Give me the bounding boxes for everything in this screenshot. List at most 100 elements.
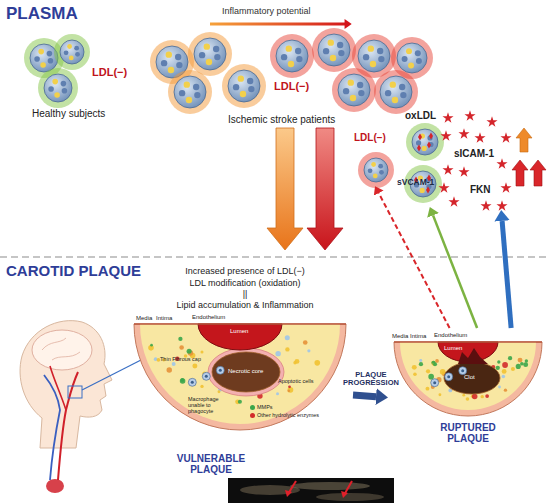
particle-lipid [233, 84, 239, 90]
particle-glow [312, 28, 356, 72]
plaque-cell [496, 366, 500, 370]
particle-lipid [392, 97, 398, 103]
part-label: Lumen [444, 345, 462, 352]
plaque-cell [504, 388, 507, 391]
particle-lipid [348, 79, 354, 85]
particle-glow [38, 68, 78, 108]
plaque-cell [288, 385, 291, 388]
node-title: LDL(−) [92, 66, 127, 78]
legend-swatch [250, 413, 255, 418]
lumen [198, 324, 282, 350]
legend-text: Other hydrolytic enzymes [257, 412, 319, 418]
plaque-cell [172, 362, 176, 366]
particle-lipid [75, 52, 80, 57]
plaque-cell [412, 365, 417, 370]
soluble-molecule [442, 164, 453, 175]
part-label: Media [392, 333, 408, 340]
illustration-part [210, 23, 346, 26]
illustration-part [307, 128, 343, 250]
annotation-text: LDL modification (oxidation) [140, 278, 350, 288]
ldl-particle-core [380, 76, 412, 108]
clot [458, 348, 488, 364]
illustration-part [68, 386, 82, 398]
particle-lipid [416, 140, 421, 145]
particle-lipid [295, 48, 301, 54]
particle-lipid [238, 75, 244, 81]
particle-glow [406, 123, 444, 161]
ldl-particle-core [412, 129, 438, 155]
particle-lipid [40, 62, 46, 68]
particle-lipid [186, 97, 192, 103]
plaque-cell [181, 378, 185, 382]
plaque-cell [516, 364, 521, 369]
plaque-cell [511, 367, 515, 371]
macrophage-nucleus [461, 369, 464, 372]
connector-arrow [379, 193, 450, 328]
illustration-part [516, 128, 532, 152]
particle-lipid [248, 86, 254, 92]
plaque-cell [285, 347, 289, 351]
ldl-particle-core [194, 38, 226, 70]
ldl-particle-core [276, 40, 308, 72]
particle-lipid [408, 62, 414, 68]
part-label: FKN [470, 184, 491, 195]
particle-lipid [184, 81, 190, 87]
macrophage [459, 367, 467, 375]
vulnerable-plaque: VULNERABLE PLAQUEMediaIntimaEndotheliumL… [128, 310, 353, 480]
particle-lipid [175, 54, 181, 60]
plaque-cell [218, 390, 221, 393]
endothelium [134, 323, 346, 324]
part-label: Endothelium [434, 332, 467, 339]
particle-lipid [194, 92, 200, 98]
node-title: oxLDL [405, 110, 436, 121]
necrotic-core [444, 362, 500, 394]
ldl-particle-core [318, 34, 350, 66]
node-title: RUPTURED PLAQUE [428, 422, 508, 444]
particle-lipid [368, 168, 373, 173]
increase-arrows [512, 128, 546, 186]
part-label: Macrophage unable to phagocyte [188, 396, 236, 414]
particle-lipid [296, 56, 302, 62]
macrophage [202, 372, 210, 380]
oxidation-mark [429, 133, 433, 140]
ldl-particle-group: LDL(−)Healthy subjects [20, 36, 128, 122]
part-label: Lumen [230, 328, 248, 335]
plasma-to-plaque-arrows [267, 128, 343, 250]
annotation-text: Lipid accumulation & Inflammation [140, 300, 350, 310]
particle-lipid [399, 84, 405, 90]
illustration-part [32, 330, 92, 370]
soluble-molecule [464, 110, 475, 121]
oxidation-mark [427, 142, 431, 149]
part-label: Endothelium [192, 314, 225, 321]
illustration-part [267, 128, 303, 250]
plaque-cell [480, 395, 483, 398]
particle-lipid [402, 56, 408, 62]
part-label: Intima [156, 315, 172, 322]
illustration-part [316, 493, 384, 501]
plaque-cell [200, 351, 203, 354]
particle-lipid [34, 56, 40, 62]
ruptured-plaque: RUPTURED PLAQUE MediaIntima EndotheliumLum… [388, 328, 550, 453]
plaque-cell [276, 392, 279, 395]
annotation-text: Increased presence of LDL(−) [140, 266, 350, 276]
ldl-particle-core [397, 43, 427, 73]
illustration-part [285, 490, 292, 497]
particle-lipid [338, 50, 344, 56]
particle-lipid [47, 51, 53, 57]
particle-lipid [378, 164, 383, 169]
plaque-cell [287, 390, 290, 393]
particle-lipid [281, 54, 287, 60]
particle-glow [374, 70, 418, 114]
particle-glow [222, 64, 266, 108]
soluble-molecule [458, 166, 469, 177]
particle-lipid [62, 88, 68, 94]
macrophage [216, 366, 224, 374]
plaque-cell [192, 363, 197, 368]
particle-lipid [416, 58, 422, 64]
section-heading: CAROTID PLAQUE [6, 263, 141, 280]
soluble-molecule [500, 182, 511, 193]
particle-lipid [288, 61, 294, 67]
part-label: Intima [410, 333, 426, 340]
particle-lipid [420, 188, 425, 193]
